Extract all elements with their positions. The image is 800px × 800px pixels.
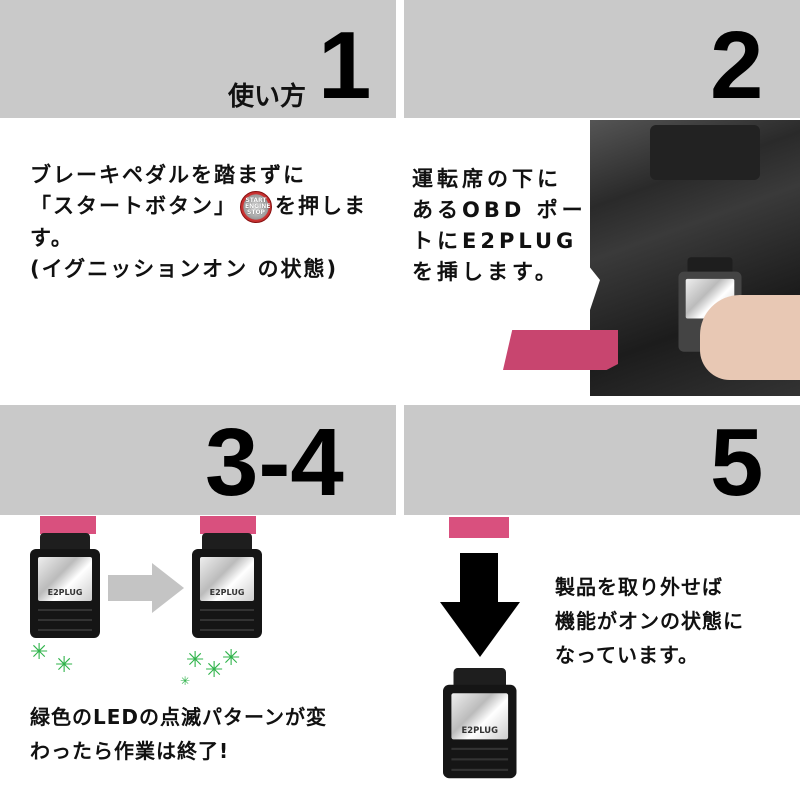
product-device: E2PLUG — [192, 533, 262, 638]
step-3-4-header: 3-4 — [0, 405, 396, 515]
start-button-icon: START ENGINE STOP — [240, 191, 272, 223]
step-2-header: 2 — [404, 0, 800, 118]
accent-bar — [200, 516, 256, 534]
step-number: 3-4 — [205, 409, 344, 516]
obd-port-icon — [503, 330, 618, 370]
product-device: E2PLUG — [30, 533, 100, 638]
product-device: E2PLUG — [443, 668, 517, 779]
step-5-text: 製品を取り外せば 機能がオンの状態に なっています。 — [555, 575, 744, 667]
led-blink-icon: ✳ — [180, 674, 191, 688]
heading: 使い方 — [228, 82, 307, 112]
led-blink-icon: ✳ — [205, 658, 224, 683]
arrow-down-icon — [460, 553, 498, 603]
arrow-down-icon-head — [440, 602, 520, 657]
led-blink-icon: ✳ — [30, 640, 49, 665]
step-number: 5 — [710, 409, 764, 516]
step-5-header: 5 — [404, 405, 800, 515]
step-number: 2 — [710, 12, 764, 119]
arrow-right-icon-head — [152, 563, 184, 613]
step-2-text: 運転席の下に あるOBD ポー トにE2PLUG を挿します。 — [412, 167, 587, 284]
step-3-4-text: 緑色のLEDの点滅パターンが変 わったら作業は終了! — [30, 705, 328, 763]
light-switch — [650, 125, 760, 180]
led-blink-icon: ✳ — [55, 653, 74, 678]
arrow-right-icon — [108, 575, 153, 601]
hand — [700, 295, 800, 380]
step-1-header: 使い方 1 — [0, 0, 396, 118]
car-footwell-photo — [590, 120, 800, 396]
led-blink-icon: ✳ — [222, 646, 241, 671]
step-number: 1 — [318, 12, 372, 119]
accent-bar — [40, 516, 96, 534]
accent-bar — [449, 517, 509, 538]
start-button-label: START ENGINE STOP — [245, 197, 271, 216]
led-blink-icon: ✳ — [186, 648, 205, 673]
speech-bubble-tail — [560, 230, 600, 400]
